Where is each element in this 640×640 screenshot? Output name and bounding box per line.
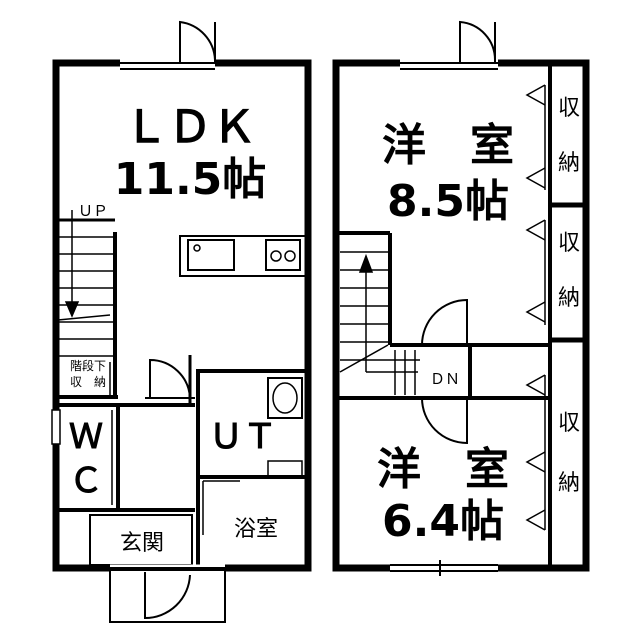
hall-door bbox=[149, 358, 191, 399]
entrance-door bbox=[144, 572, 191, 620]
floor1-stairs bbox=[57, 210, 117, 397]
floor1-plan bbox=[51, 20, 312, 623]
stairs-down-label: ＤＮ bbox=[430, 370, 460, 388]
floor1-top-door bbox=[179, 20, 216, 63]
closet-doors bbox=[525, 84, 546, 531]
stairs-up-label: ＵＰ bbox=[78, 202, 108, 220]
closet-2-label-b: 納 bbox=[558, 286, 580, 311]
closet-2-label-a: 収 bbox=[558, 231, 580, 256]
ut-label: ＵＴ bbox=[209, 417, 277, 457]
room1-name: 洋 室 bbox=[382, 120, 514, 171]
floor2-plan bbox=[332, 20, 590, 576]
washing-machine bbox=[267, 460, 303, 478]
entrance-label: 玄関 bbox=[120, 531, 164, 556]
ldk-size: 11.5帖 bbox=[114, 154, 267, 205]
closet-1-label-a: 収 bbox=[558, 96, 580, 121]
wc-window bbox=[51, 409, 61, 445]
closet-3-label-a: 収 bbox=[558, 411, 580, 436]
ldk-name: ＬＤＫ bbox=[124, 102, 256, 153]
room1-door bbox=[421, 298, 468, 346]
room2-name: 洋 室 bbox=[377, 444, 509, 495]
kitchen-counter bbox=[179, 235, 309, 277]
closet-3-label-b: 納 bbox=[558, 471, 580, 496]
room2-size: 6.4帖 bbox=[382, 496, 504, 547]
wc-label-1: Ｗ bbox=[69, 417, 103, 457]
room1-size: 8.5帖 bbox=[387, 176, 509, 227]
sink bbox=[187, 239, 235, 271]
wc-label-2: Ｃ bbox=[69, 461, 103, 501]
under-stairs-label-2: 収 納 bbox=[70, 375, 106, 389]
entrance-porch bbox=[109, 569, 226, 623]
room2-door bbox=[421, 397, 468, 445]
closet-1-label-b: 納 bbox=[558, 151, 580, 176]
under-stairs-label-1: 階段下 bbox=[70, 358, 106, 373]
floor2-stairs bbox=[339, 251, 420, 395]
bath-label: 浴室 bbox=[234, 517, 278, 542]
floor2-top-door bbox=[459, 20, 497, 63]
stove bbox=[265, 239, 301, 271]
washbasin bbox=[267, 377, 303, 419]
